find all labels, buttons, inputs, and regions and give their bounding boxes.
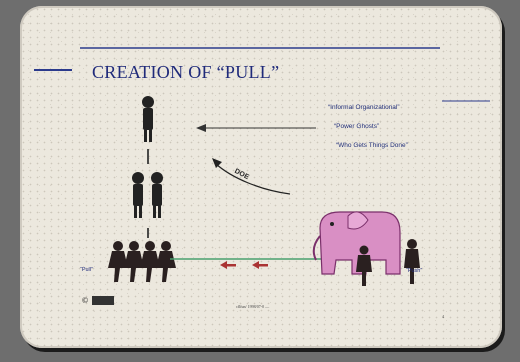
slide-frame: CREATION OF “PULL” “Informal Organizatio… xyxy=(20,6,502,348)
company-logo xyxy=(92,296,114,305)
person-figure-icon xyxy=(132,172,144,218)
slide-title: CREATION OF “PULL” xyxy=(92,62,280,82)
slide-artwork xyxy=(34,47,490,286)
person-figure-icon xyxy=(356,245,372,286)
person-figure-icon xyxy=(404,239,420,284)
label-pull-left: “Pull” xyxy=(80,267,93,273)
tug-of-war-group-icon xyxy=(108,241,176,282)
curved-arrow-icon xyxy=(215,163,291,195)
arrow-left-icon xyxy=(220,261,268,269)
label-power-ghosts: “Power Ghosts” xyxy=(334,123,380,130)
elephant-icon xyxy=(312,211,401,275)
label-who-gets-things-done: “Who Gets Things Done” xyxy=(336,142,408,149)
label-push-right: “Push” xyxy=(406,268,423,274)
page-number: 4 xyxy=(442,314,444,319)
copyright-symbol: © xyxy=(82,296,88,305)
person-figure-icon xyxy=(151,172,163,218)
label-informal-organizational: “Informal Organizational” xyxy=(328,104,400,111)
person-figure-icon xyxy=(142,96,154,142)
slide-footer: cflfun/ 1998/07-0 — xyxy=(236,304,270,309)
